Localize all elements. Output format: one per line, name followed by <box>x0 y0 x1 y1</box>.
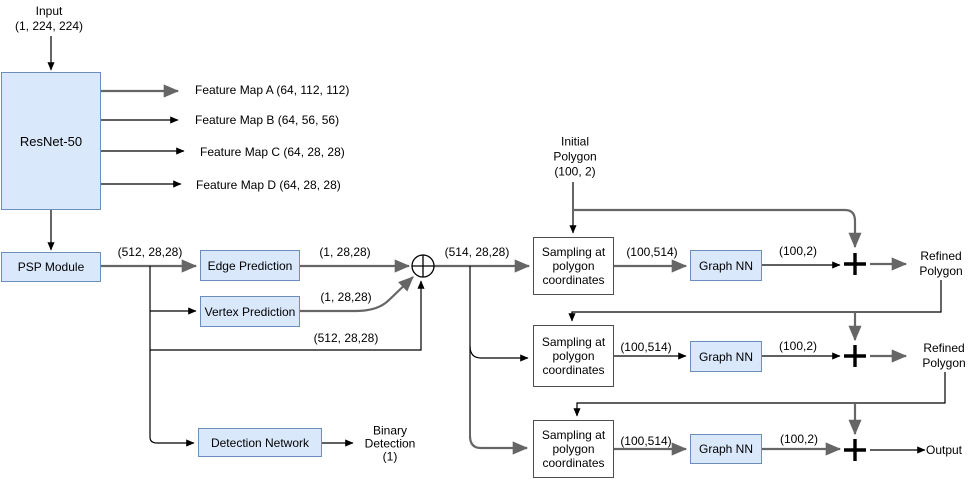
graph-nn-box: Graph NN <box>690 434 762 464</box>
graph-nn-box: Graph NN <box>690 341 762 372</box>
feature-map-a-label: Feature Map A (64, 112, 112) <box>195 83 350 97</box>
detection-network-box: Detection Network <box>198 428 322 457</box>
sampling-box: Sampling at polygon coordinates <box>533 420 614 478</box>
gnn-output-dim-label: (100,2) <box>778 244 818 258</box>
gnn-output-dim-label: (100,2) <box>778 339 818 353</box>
feature-map-c-label: Feature Map C (64, 28, 28) <box>200 145 345 159</box>
resnet-box: ResNet-50 <box>1 72 101 210</box>
sampling-box: Sampling at polygon coordinates <box>533 237 614 295</box>
output-label: Output <box>925 443 963 457</box>
feature-map-b-label: Feature Map B (64, 56, 56) <box>195 113 340 127</box>
psp-output-dim-label: (512, 28,28) <box>117 245 183 259</box>
concat-dim-label: (514, 28,28) <box>444 245 510 259</box>
sampling-box: Sampling at polygon coordinates <box>533 325 614 387</box>
graph-nn-box: Graph NN <box>690 250 762 281</box>
sampling-output-dim-label: (100,514) <box>620 340 672 354</box>
vertex-output-dim-label: (1, 28,28) <box>320 290 372 304</box>
refined-polygon-label: Refined Polygon <box>922 341 966 370</box>
gnn-output-dim-label: (100,2) <box>779 432 819 446</box>
sampling-output-dim-label: (100,514) <box>620 434 672 448</box>
sampling-output-dim-label: (100,514) <box>626 245 678 259</box>
feature-map-d-label: Feature Map D (64, 28, 28) <box>196 178 341 192</box>
binary-detection-label: Binary Detection (1) <box>364 423 416 464</box>
add-symbol <box>844 439 866 461</box>
edge-output-dim-label: (1, 28,28) <box>319 245 371 259</box>
concat-symbol <box>411 254 435 278</box>
input-label: Input <box>35 4 63 18</box>
initial-polygon-label: Initial Polygon (100, 2) <box>553 134 597 179</box>
add-symbol <box>844 253 866 275</box>
psp-module-box: PSP Module <box>1 252 101 282</box>
refined-polygon-label: Refined Polygon <box>919 249 963 278</box>
input-shape-label: (1, 224, 224) <box>14 19 84 33</box>
vertex-prediction-box: Vertex Prediction <box>200 296 300 327</box>
edge-prediction-box: Edge Prediction <box>200 250 300 281</box>
add-symbol <box>844 345 866 367</box>
skip-dim-label: (512, 28,28) <box>313 331 379 345</box>
